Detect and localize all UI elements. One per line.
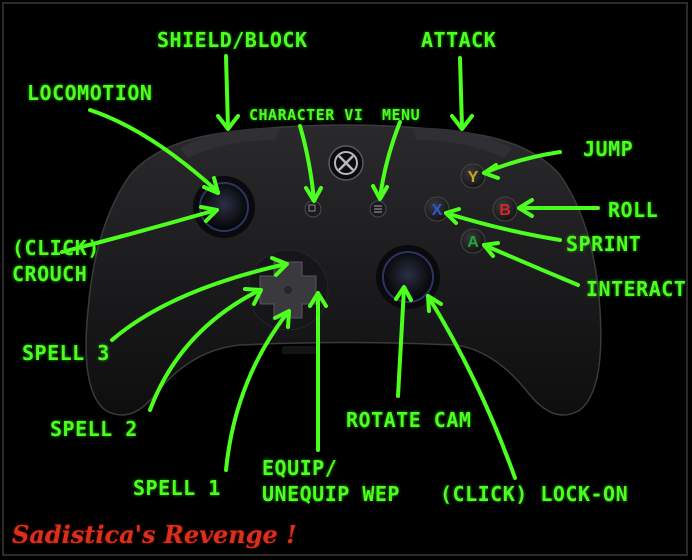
- arrow-spell-3: [110, 256, 289, 342]
- label-interact: INTERACT: [586, 277, 687, 301]
- arrow-interact: [482, 241, 580, 287]
- view-icon: [308, 204, 316, 212]
- label-click-crouch-1: (CLICK): [12, 236, 100, 260]
- arrow-locomotion: [88, 108, 220, 195]
- arrow-spell-1: [224, 309, 291, 472]
- credit-signature: Sadistica's Revenge !: [12, 520, 297, 549]
- arrow-character-vi: [298, 124, 323, 203]
- label-sprint: SPRINT: [566, 232, 642, 256]
- label-jump: JUMP: [583, 137, 634, 161]
- label-spell-2: SPELL 2: [50, 417, 138, 441]
- arrow-equip: [308, 291, 328, 452]
- arrow-rotate-cam: [394, 285, 413, 398]
- right-stick: [376, 245, 440, 309]
- arrow-spell-2: [148, 287, 263, 412]
- right-bumper: [412, 127, 512, 158]
- label-equip-1: EQUIP/: [262, 456, 338, 480]
- label-attack: ATTACK: [421, 28, 497, 52]
- x-button: [424, 196, 450, 222]
- label-equip-2: UNEQUIP WEP: [262, 482, 400, 506]
- label-menu: MENU: [382, 106, 421, 124]
- y-button: [460, 163, 486, 189]
- arrow-menu: [371, 120, 402, 201]
- b-button: [492, 196, 518, 222]
- a-button: [460, 228, 486, 254]
- a-button-letter: A: [467, 234, 479, 251]
- dpad: [247, 249, 329, 331]
- x-button-letter: X: [432, 202, 443, 219]
- label-lock-on: (CLICK) LOCK-ON: [440, 482, 629, 506]
- arrow-crouch: [60, 205, 219, 254]
- arrow-attack: [450, 56, 474, 131]
- label-spell-1: SPELL 1: [133, 476, 221, 500]
- bottom-port: [282, 346, 318, 354]
- label-character-vi: CHARACTER VI: [249, 106, 364, 124]
- label-rotate-cam: ROTATE CAM: [346, 408, 472, 432]
- b-button-letter: B: [499, 202, 511, 219]
- menu-icon: [374, 205, 382, 213]
- arrow-jump: [482, 150, 562, 180]
- view-button: [304, 200, 322, 218]
- arrow-lock-on: [426, 294, 517, 480]
- left-stick: [193, 176, 255, 238]
- label-locomotion: LOCOMOTION: [27, 81, 153, 105]
- arrow-roll: [517, 198, 600, 218]
- xbox-guide-button: [328, 145, 364, 181]
- left-bumper: [180, 127, 280, 158]
- arrow-sprint: [444, 207, 562, 242]
- label-spell-3: SPELL 3: [22, 341, 110, 365]
- label-click-crouch-2: CROUCH: [12, 262, 88, 286]
- label-roll: ROLL: [608, 198, 659, 222]
- y-button-letter: Y: [468, 169, 479, 186]
- label-shield-block: SHIELD/BLOCK: [157, 28, 308, 52]
- arrow-shield-block: [216, 54, 240, 131]
